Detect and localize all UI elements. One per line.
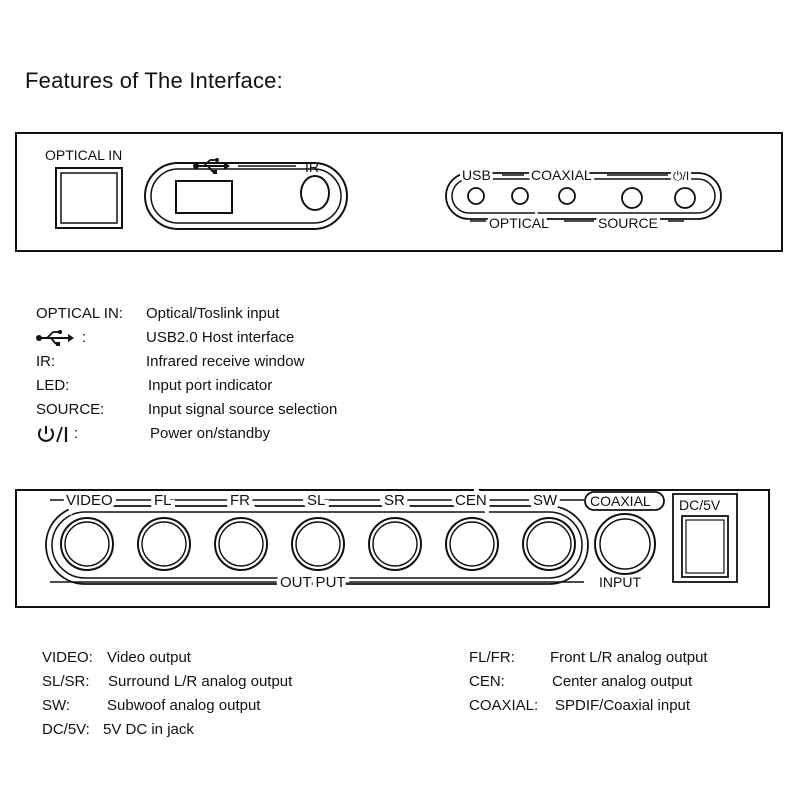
legend-value: Front L/R analog output <box>550 649 708 666</box>
legend-value: Input signal source selection <box>148 401 338 418</box>
source-button[interactable] <box>621 187 643 209</box>
source-label: SOURCE <box>598 215 658 231</box>
legend-value: 5V DC in jack <box>103 721 194 738</box>
page-title: Features of The Interface: <box>25 68 283 93</box>
led-optical <box>511 187 529 205</box>
legend-key: FL/FR: <box>469 649 515 666</box>
legend-key: DC/5V: <box>42 721 90 738</box>
led-usb-label: USB <box>462 167 491 183</box>
power-button[interactable] <box>674 187 696 209</box>
legend-key: IR: <box>36 353 56 370</box>
legend-value: Power on/standby <box>150 425 271 442</box>
led-usb <box>467 187 485 205</box>
front-panel-frame <box>15 132 783 252</box>
legend-key: : <box>82 329 87 346</box>
legend-key: SOURCE: <box>36 401 105 418</box>
rear-legend-left: VIDEO: Video output SL/SR: Surround L/R … <box>42 646 402 746</box>
power-label: ⏻/I <box>673 169 689 183</box>
legend-key: VIDEO: <box>42 649 93 666</box>
legend-value: Video output <box>107 649 191 666</box>
legend-value: Input port indicator <box>148 377 273 394</box>
usb-ir-group <box>144 162 348 230</box>
led-source-group <box>445 172 722 220</box>
legend-key: SL/SR: <box>42 673 90 690</box>
legend-key: CEN: <box>469 673 505 690</box>
usb-port[interactable] <box>175 180 233 214</box>
legend-key: : <box>74 425 79 442</box>
optical-in-label: OPTICAL IN <box>45 147 122 163</box>
legend-key: SW: <box>42 697 71 714</box>
legend-value: Surround L/R analog output <box>108 673 293 690</box>
usb-icon <box>193 158 230 174</box>
legend-key: OPTICAL IN: <box>36 305 123 322</box>
usb-icon <box>36 330 76 354</box>
front-legend: OPTICAL IN: Optical/Toslink input : USB2… <box>36 302 416 452</box>
legend-key: LED: <box>36 377 70 394</box>
ir-window <box>300 175 330 211</box>
legend-value: Optical/Toslink input <box>146 305 280 322</box>
legend-value: Infrared receive window <box>146 353 305 370</box>
legend-value: Center analog output <box>552 673 693 690</box>
optical-label: OPTICAL <box>489 215 549 231</box>
ir-label: IR <box>305 159 319 175</box>
legend-value: USB2.0 Host interface <box>146 329 295 346</box>
legend-value: Subwoof analog output <box>107 697 261 714</box>
led-coaxial-label: COAXIAL <box>531 167 592 183</box>
legend-key: COAXIAL: <box>469 697 539 714</box>
legend-value: SPDIF/Coaxial input <box>555 697 691 714</box>
optical-in-port[interactable] <box>55 167 123 229</box>
power-icon <box>36 425 70 451</box>
led-coaxial <box>558 187 576 205</box>
rear-legend-right: FL/FR: Front L/R analog output CEN: Cent… <box>469 646 779 726</box>
